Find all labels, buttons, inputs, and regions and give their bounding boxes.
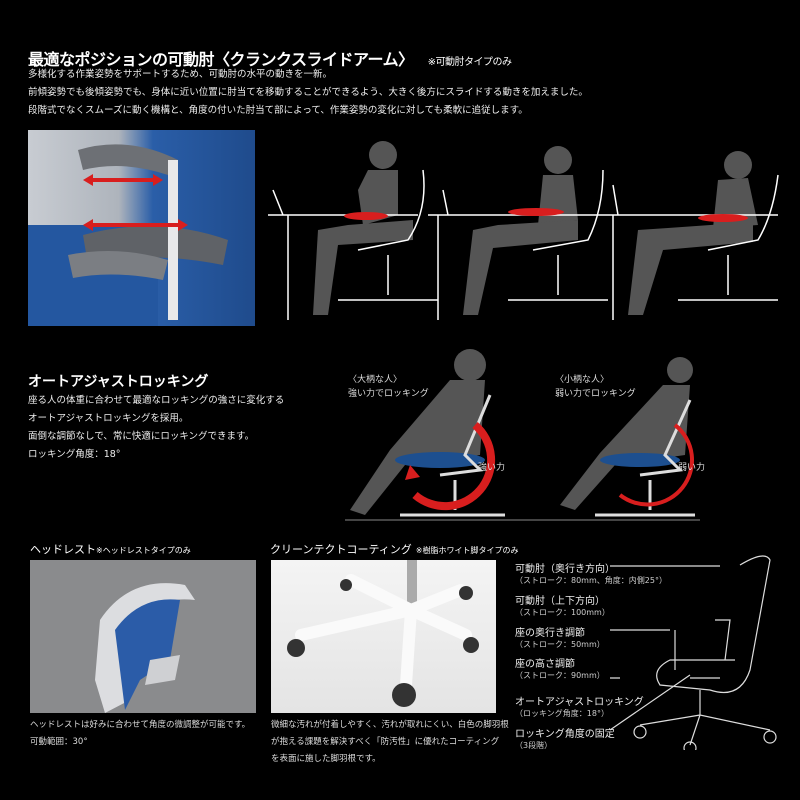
feature-label: ロッキング角度の固定: [515, 729, 615, 740]
desc-line: 座る人の体重に合わせて最適なロッキングの強さに変化する: [28, 395, 285, 406]
feature-sub: （ストローク：80mm、角度：内側25°）: [515, 576, 667, 585]
strong-force-label: 強い力: [478, 463, 506, 473]
auto-rocking-description: 座る人の体重に合わせて最適なロッキングの強さに変化する オートアジャストロッキン…: [28, 392, 284, 464]
small-person-label: 〈小柄な人〉 弱い力でロッキング: [555, 373, 636, 401]
feature-item: ロッキング角度の固定（3段階）: [515, 725, 615, 751]
title-note: ※樹脂ホワイト脚タイプのみ: [415, 546, 519, 555]
feature-sub: （ストローク：90mm）: [515, 671, 605, 680]
chair-base-illustration: [287, 560, 479, 707]
feature-sub: （ロッキング角度：18°）: [515, 709, 609, 718]
rocking-illustrations: [345, 349, 700, 521]
feature-label: 座の高さ調節: [515, 659, 575, 670]
headrest-photo: [30, 560, 256, 713]
desc-line: が抱える課題を解決すべく「防汚性」に優れたコーティング: [271, 737, 500, 747]
coating-title: クリーンテクトコーティング※樹脂ホワイト脚タイプのみ: [270, 541, 519, 557]
title-text: 最適なポジションの可動肘〈クランクスライドアーム〉: [28, 50, 414, 69]
feature-label: 可動肘（上下方向）: [515, 596, 605, 607]
armrest-illustration: [28, 144, 228, 326]
feature-label: 座の奥行き調節: [515, 628, 585, 639]
headrest-illustration: [95, 583, 195, 713]
feature-sub: （3段階）: [515, 741, 553, 750]
headrest-description: ヘッドレストは好みに合わせて角度の微調整が可能です。 可動範囲：30°: [30, 717, 250, 751]
chair-diagram: [609, 555, 777, 750]
desc-line: 可動範囲：30°: [30, 737, 88, 747]
desc-line: 微細な汚れが付着しやすく、汚れが取れにくい、白色の脚羽根: [271, 720, 509, 730]
headrest-title: ヘッドレスト※ヘッドレストタイプのみ: [30, 541, 191, 557]
desc-line: ロッキング角度：18°: [28, 449, 121, 460]
label-text: 〈大柄な人〉: [348, 375, 403, 385]
desc-line: 多様化する作業姿勢をサポートするため、可動肘の水平の動きを一新。: [28, 69, 333, 80]
feature-item: 可動肘（上下方向）（ストローク：100mm）: [515, 592, 610, 618]
large-person-label: 〈大柄な人〉 強い力でロッキング: [348, 373, 429, 401]
feature-sub: （ストローク：100mm）: [515, 608, 610, 617]
crank-arm-title: 最適なポジションの可動肘〈クランクスライドアーム〉 ※可動肘タイプのみ: [28, 46, 512, 70]
desc-text: 弱い力でロッキング: [555, 389, 636, 399]
feature-item: 可動肘（奥行き方向）（ストローク：80mm、角度：内側25°）: [515, 560, 667, 586]
title-text: クリーンテクトコーティング: [270, 543, 412, 556]
auto-rocking-title: オートアジャストロッキング: [28, 374, 209, 390]
title-note: ※ヘッドレストタイプのみ: [96, 546, 191, 555]
desc-line: を表面に施した脚羽根です。: [271, 754, 381, 764]
work-posture-illustrations: [268, 141, 779, 320]
feature-label: 可動肘（奥行き方向）: [515, 564, 615, 575]
coating-description: 微細な汚れが付着しやすく、汚れが取れにくい、白色の脚羽根 が抱える課題を解決すべ…: [271, 717, 509, 768]
armrest-photo: [28, 130, 255, 326]
crank-arm-description: 多様化する作業姿勢をサポートするため、可動肘の水平の動きを一新。 前傾姿勢でも後…: [28, 66, 588, 120]
feature-item: オートアジャストロッキング（ロッキング角度：18°）: [515, 693, 644, 719]
label-text: 〈小柄な人〉: [555, 375, 610, 385]
feature-item: 座の高さ調節（ストローク：90mm）: [515, 655, 605, 681]
desc-text: 強い力でロッキング: [348, 389, 429, 399]
feature-item: 座の奥行き調節（ストローク：50mm）: [515, 624, 605, 650]
feature-label: オートアジャストロッキング: [515, 697, 644, 708]
feature-sub: （ストローク：50mm）: [515, 640, 605, 649]
weak-force-label: 弱い力: [678, 463, 706, 473]
desc-line: ヘッドレストは好みに合わせて角度の微調整が可能です。: [30, 720, 251, 730]
base-photo: [271, 560, 496, 713]
desc-line: 面倒な調節なしで、常に快適にロッキングできます。: [28, 431, 255, 442]
desc-line: 前傾姿勢でも後傾姿勢でも、身体に近い位置に肘当てを移動することができるよう、大き…: [28, 87, 588, 98]
desc-line: オートアジャストロッキングを採用。: [28, 413, 189, 424]
desc-line: 段階式でなくスムーズに動く機構と、角度の付いた肘当て部によって、作業姿勢の変化に…: [28, 105, 528, 116]
title-note: ※可動肘タイプのみ: [427, 57, 512, 68]
title-text: ヘッドレスト: [30, 543, 96, 556]
